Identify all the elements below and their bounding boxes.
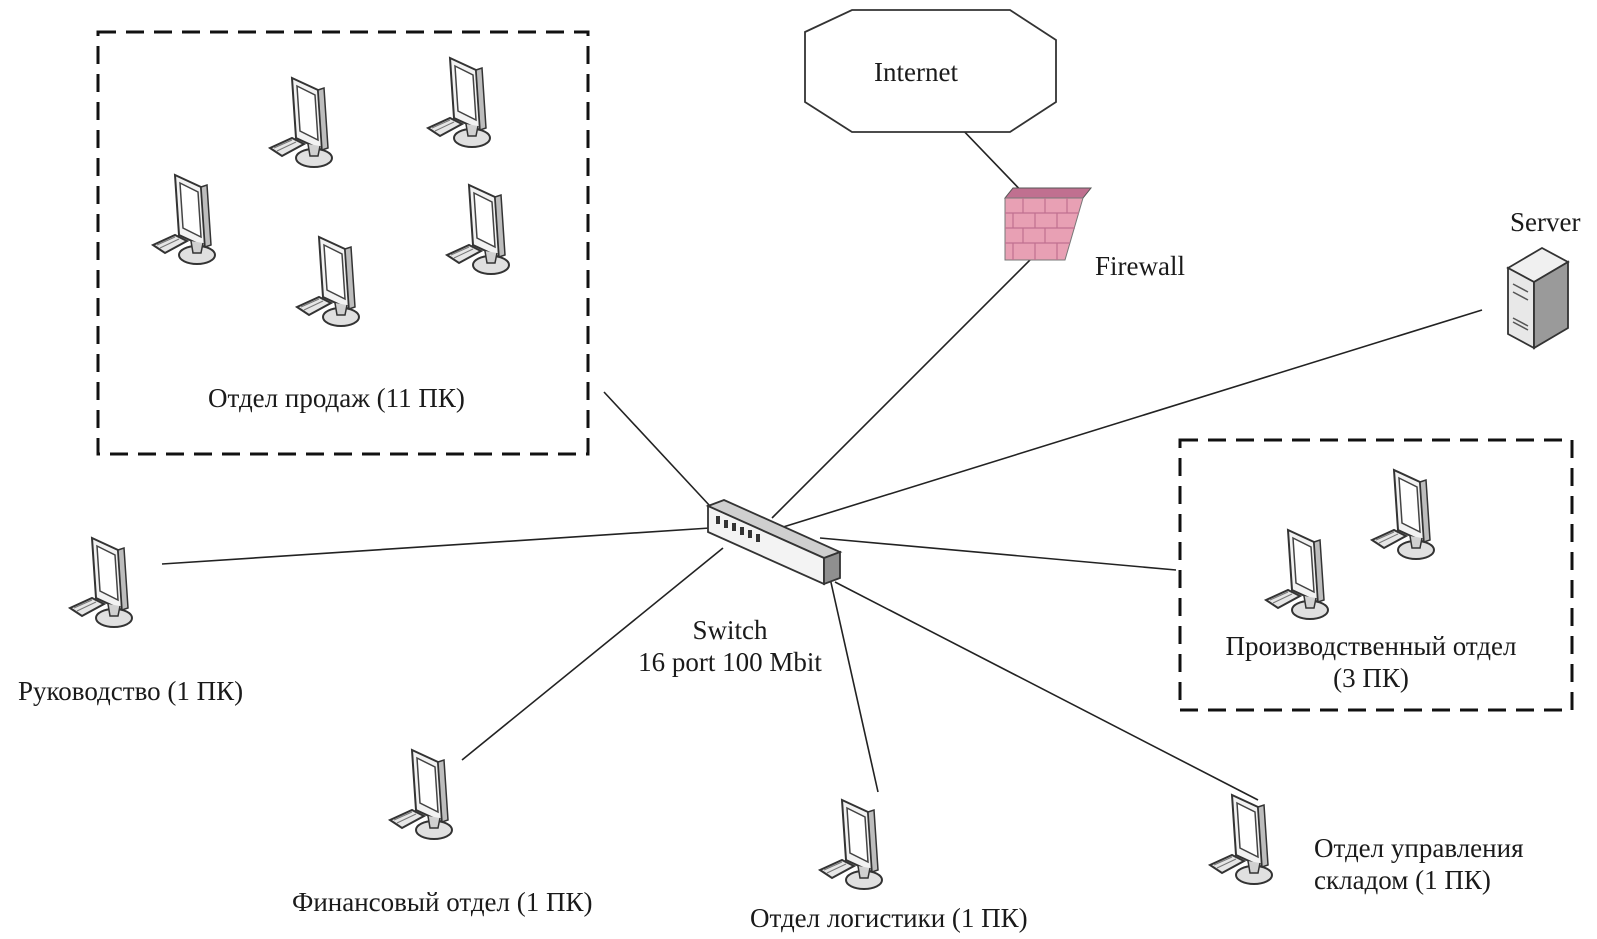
internet-cloud-shape xyxy=(804,9,1057,133)
pc-icon xyxy=(389,749,453,840)
pc-icon xyxy=(1371,469,1435,560)
pc-icon xyxy=(1209,794,1273,885)
switch-label-line1: Switch xyxy=(692,615,768,645)
warehouse-label: Отдел управления складом (1 ПК) xyxy=(1314,832,1524,897)
pc-icon xyxy=(819,799,883,890)
server-tower-icon xyxy=(1506,246,1570,350)
production-label-line1: Производственный отдел xyxy=(1225,631,1517,661)
link-production-switch xyxy=(819,537,1177,571)
link-warehouse-switch xyxy=(834,581,1259,801)
firewall-brick-icon xyxy=(1003,187,1093,261)
production-label-line2: (3 ПК) xyxy=(1333,663,1409,694)
pc-icon xyxy=(446,184,510,275)
pc-icon xyxy=(1265,529,1329,620)
finance-label: Финансовый отдел (1 ПК) xyxy=(292,887,593,917)
pc-icon xyxy=(152,174,216,265)
switch-label-line2: 16 port 100 Mbit xyxy=(638,647,822,678)
sales-department-label: Отдел продаж (11 ПК) xyxy=(208,383,465,413)
connection-lines xyxy=(161,124,1483,801)
firewall-label: Firewall xyxy=(1095,251,1185,281)
link-server-switch xyxy=(779,309,1483,529)
production-department-group xyxy=(1178,438,1574,712)
link-management-switch xyxy=(161,527,711,565)
pc-icon xyxy=(269,77,333,168)
sales-department-group xyxy=(96,30,590,456)
pc-icon xyxy=(427,57,491,148)
logistics-label: Отдел логистики (1 ПК) xyxy=(750,903,1028,933)
link-firewall-switch xyxy=(771,249,1041,519)
internet-label: Internet xyxy=(874,57,958,87)
warehouse-label-line2: складом (1 ПК) xyxy=(1314,865,1491,896)
switch-label: Switch 16 port 100 Mbit xyxy=(610,614,850,679)
management-label: Руководство (1 ПК) xyxy=(18,676,244,706)
network-switch-icon xyxy=(705,499,843,586)
production-department-label: Производственный отдел (3 ПК) xyxy=(1186,630,1556,695)
link-finance-switch xyxy=(461,547,724,761)
pc-icon xyxy=(69,537,133,628)
warehouse-label-line1: Отдел управления xyxy=(1314,833,1524,863)
server-label: Server xyxy=(1510,207,1581,237)
link-sales-switch xyxy=(603,391,711,507)
link-logistics-switch xyxy=(829,577,879,793)
pc-icon xyxy=(296,236,360,327)
